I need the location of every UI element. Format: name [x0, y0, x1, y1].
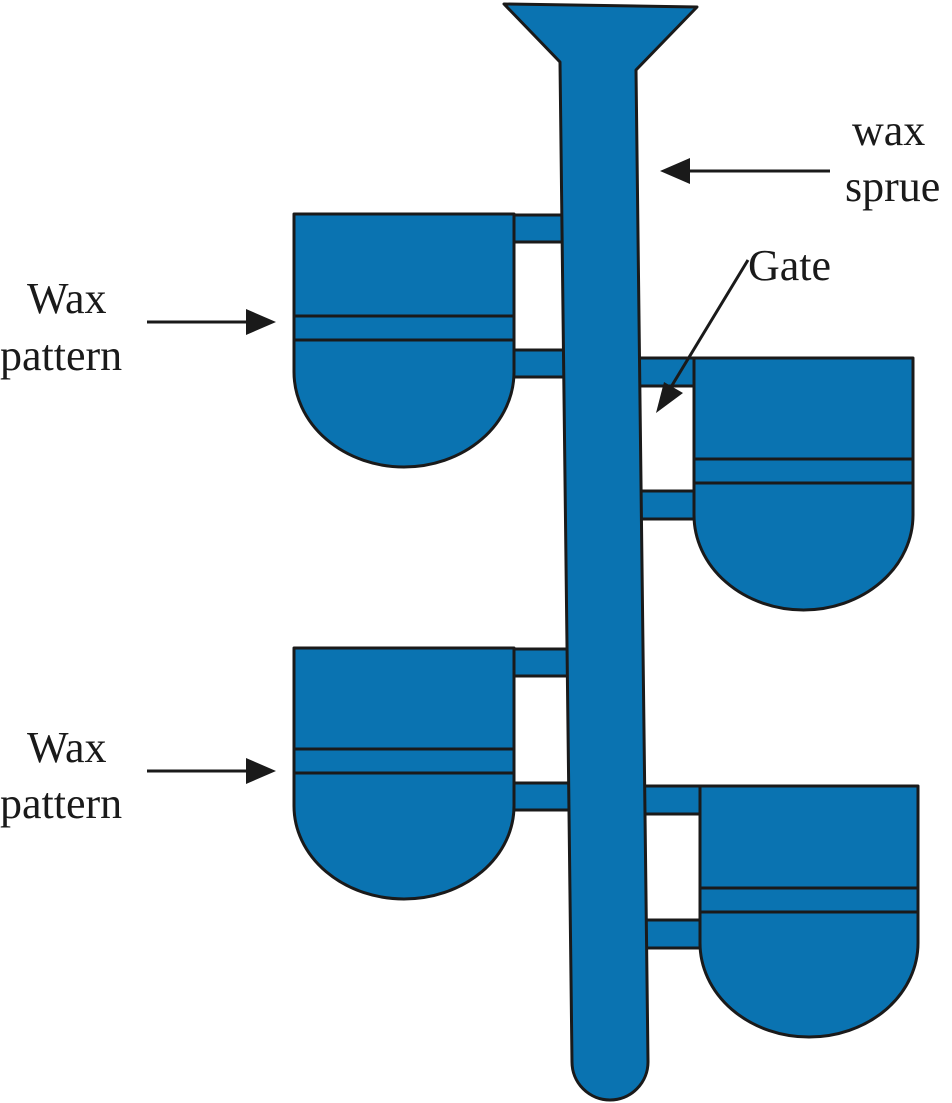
label-wax-pattern-top-line1: Wax [27, 274, 107, 323]
gate-lower-left-bottom [508, 781, 572, 812]
gate-upper-left-bottom [508, 348, 572, 379]
label-wax-pattern-top-line2: pattern [0, 331, 122, 380]
arrow-wax-pattern-bottom [147, 758, 276, 784]
wax-sprue [502, 2, 699, 1102]
wax-pattern-lower-right [698, 784, 920, 1039]
label-wax-sprue-line1: wax [852, 106, 925, 155]
pattern-band [692, 457, 915, 485]
wax-pattern-upper-left [292, 212, 516, 469]
label-wax-pattern-bottom-line2: pattern [0, 779, 122, 828]
pattern-band [292, 314, 516, 342]
label-wax-pattern-bottom-line1: Wax [27, 723, 107, 772]
wax-pattern-lower-left [292, 646, 516, 901]
wax-pattern-upper-right [692, 356, 915, 612]
pattern-band [292, 747, 516, 775]
arrow-wax-pattern-top [147, 309, 276, 335]
label-gate: Gate [748, 241, 831, 290]
pattern-band [698, 886, 920, 914]
arrow-wax-sprue [660, 158, 830, 184]
label-wax-sprue-line2: sprue [845, 162, 940, 211]
gate-lower-left-top [508, 647, 572, 678]
arrow-gate [656, 259, 750, 413]
